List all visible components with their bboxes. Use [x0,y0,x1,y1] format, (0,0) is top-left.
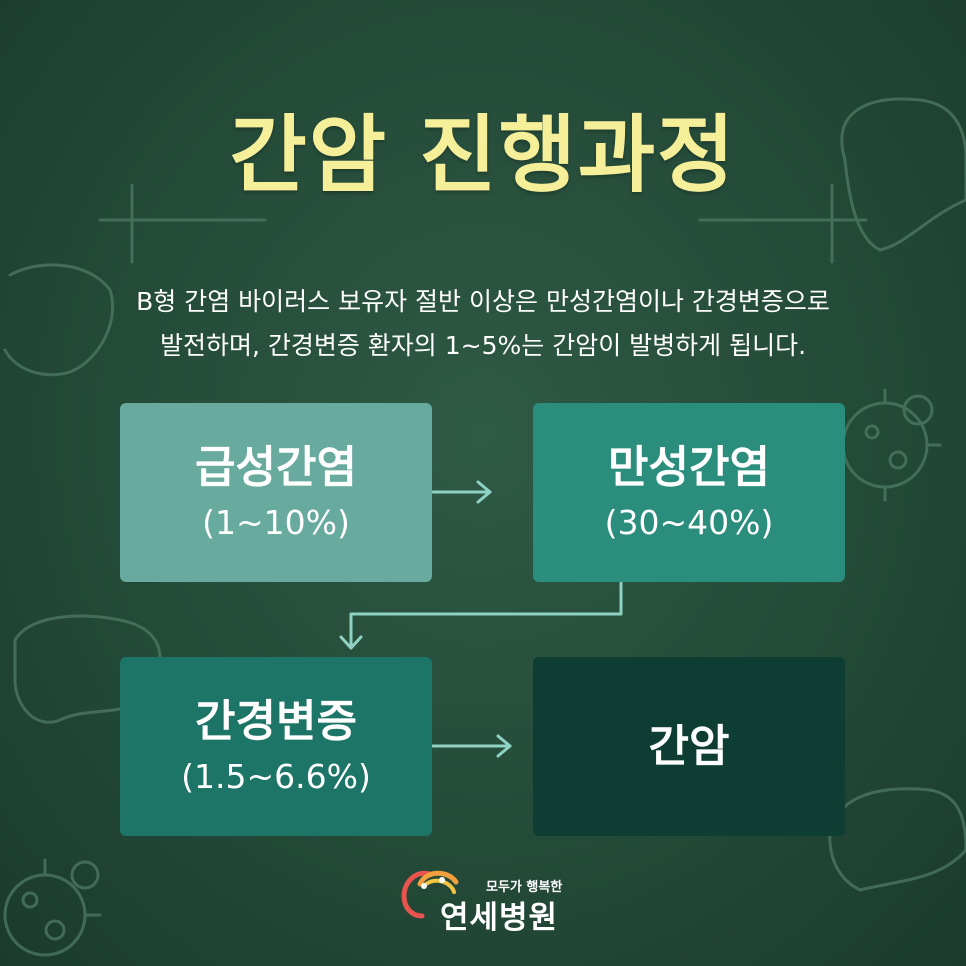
stage-box-acute-hepatitis: 급성간염 (1~10%) [120,403,432,582]
stage-box-liver-cancer: 간암 [533,657,845,836]
stage-name: 간암 [649,719,730,775]
logo-name: 연세병원 [440,892,558,937]
stage-rate: (1~10%) [202,500,350,546]
arrow-cirrhosis-to-cancer [433,736,510,756]
stage-name: 만성간염 [608,440,770,496]
arrow-acute-to-chronic [433,482,490,502]
stage-box-chronic-hepatitis: 만성간염 (30~40%) [533,403,845,582]
hospital-logo: 모두가 행복한 연세병원 [398,862,588,932]
stage-name: 급성간염 [195,440,357,496]
stage-rate: (30~40%) [605,500,774,546]
stage-box-cirrhosis: 간경변증 (1.5~6.6%) [120,657,432,836]
stage-rate: (1.5~6.6%) [181,754,371,800]
stage-name: 간경변증 [195,694,357,750]
arrow-chronic-to-cirrhosis [341,583,621,648]
